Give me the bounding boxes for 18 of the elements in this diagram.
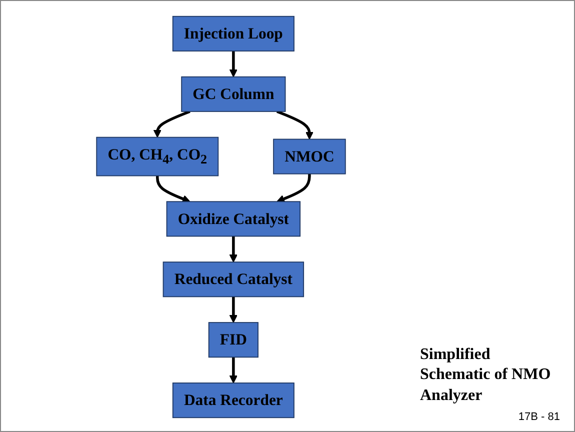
diagram-note: Simplified Schematic of NMO Analyzer <box>420 344 552 406</box>
arrow <box>229 51 238 78</box>
arrow <box>229 357 238 384</box>
arrow <box>276 110 314 140</box>
node-box: Reduced Catalyst <box>162 262 304 298</box>
node-box: CO, CH$_{4}$, CO$_{2}$ <box>96 136 219 176</box>
node-box: FID <box>208 322 258 358</box>
arrow <box>229 296 238 323</box>
node-box: GC Column <box>181 76 286 112</box>
arrow <box>229 236 238 262</box>
node-box: NMOC <box>273 138 346 174</box>
node-box: Data Recorder <box>172 382 294 418</box>
node-box: Injection Loop <box>172 16 294 52</box>
page-number: 17B - 81 <box>517 411 560 423</box>
arrow <box>156 176 190 203</box>
node-box: Oxidize Catalyst <box>166 201 301 237</box>
arrow <box>276 174 311 203</box>
arrow <box>153 110 190 138</box>
